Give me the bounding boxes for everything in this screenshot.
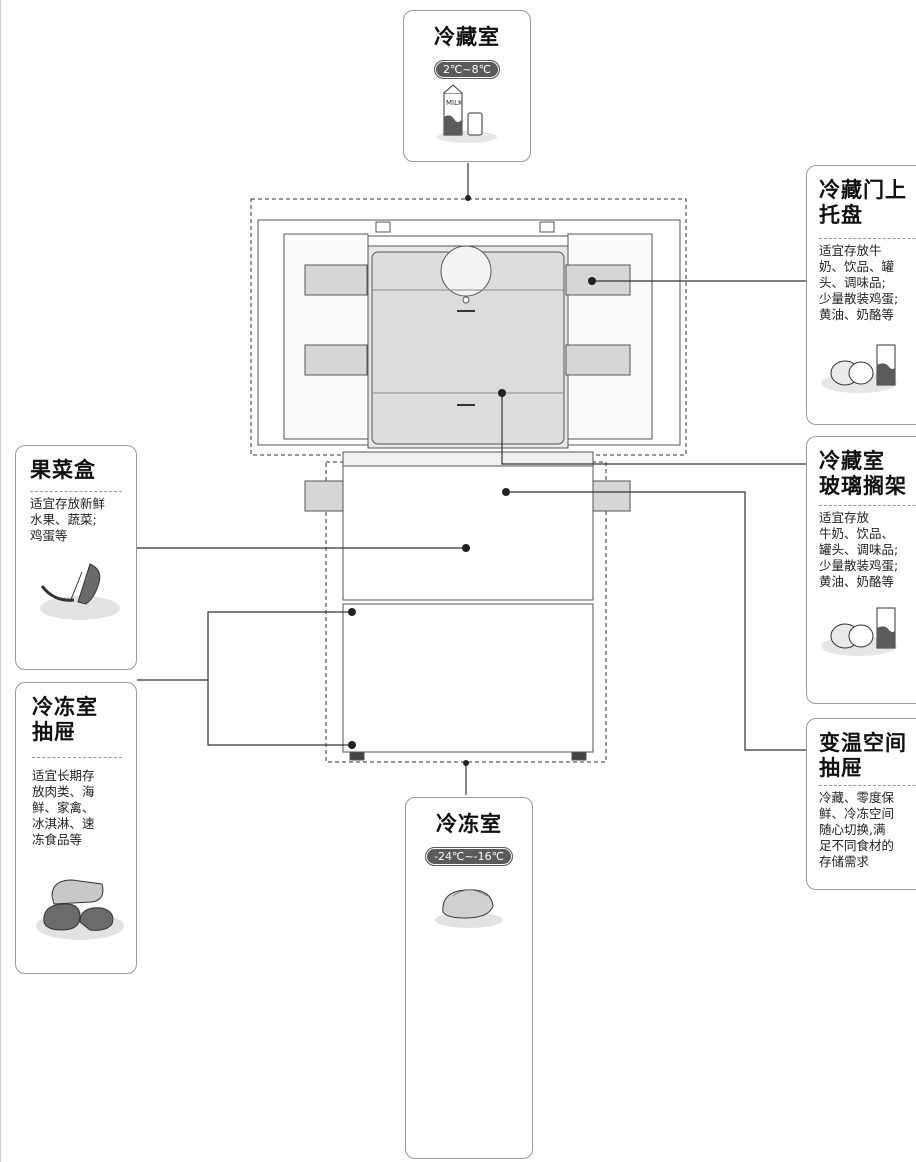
crisper-card: 果菜盒 适宜存放新鲜 水果、蔬菜; 鸡蛋等 — [15, 445, 137, 670]
callout-lines — [137, 163, 806, 795]
card-title: 冷藏门上 托盘 — [819, 178, 907, 227]
card-description: 适宜长期存 放肉类、海 鲜、家禽、 冰淇淋、速 冻食品等 — [32, 768, 95, 847]
variable-temp-card: 变温空间 抽屉 冷藏、零度保 鲜、冷冻空间 随心切换,满 足不同食材的 存储需求 — [806, 718, 916, 890]
card-title: 果菜盒 — [30, 458, 96, 482]
card-title: 冷藏室 — [434, 25, 500, 49]
fridge-upper-cabinet — [257, 219, 681, 564]
freezer-cabinet — [342, 451, 594, 761]
card-title: 变温空间 抽屉 — [819, 731, 907, 780]
meat-icon — [36, 879, 124, 940]
fan-vent — [440, 245, 492, 297]
milk-label: MILK — [446, 99, 463, 107]
card-title: 冷冻室 抽屉 — [32, 695, 98, 744]
door-shelf-card: 冷藏门上 托盘 适宜存放牛 奶、饮品、罐 头、调味品; 少量散装鸡蛋; 黄油、奶… — [806, 165, 916, 425]
card-title: 冷藏室 玻璃搁架 — [819, 449, 907, 498]
card-title: 冷冻室 — [436, 812, 502, 836]
glass-shelf-card: 冷藏室 玻璃搁架 适宜存放 牛奶、饮品、 罐头、调味品; 少量散装鸡蛋; 黄油、… — [806, 436, 916, 704]
fridge-compartment-card: 冷藏室 2℃~8℃ MILK — [403, 10, 531, 162]
milk-carton-icon: MILK — [437, 84, 497, 143]
callout-dots — [348, 195, 596, 766]
card-description: 适宜存放新鲜 水果、蔬菜; 鸡蛋等 — [30, 496, 106, 543]
card-description: 冷藏、零度保 鲜、冷冻空间 随心切换,满 足不同食材的 存储需求 — [819, 790, 895, 869]
card-description: 适宜存放 牛奶、饮品、 罐头、调味品; 少量散装鸡蛋; 黄油、奶酪等 — [819, 510, 899, 589]
page-left-border — [0, 0, 1, 1162]
vegetables-icon — [40, 563, 120, 620]
eggs-milk-icon — [821, 607, 897, 656]
frozen-meat-icon — [435, 889, 503, 928]
freezer-compartment-card: 冷冻室 -24℃~-16℃ — [405, 797, 533, 1159]
card-description: 适宜存放牛 奶、饮品、罐 头、调味品; 少量散装鸡蛋; 黄油、奶酪等 — [819, 243, 899, 322]
freezer-drawer-card: 冷冻室 抽屉 适宜长期存 放肉类、海 鲜、家禽、 冰淇淋、速 冻食品等 — [15, 682, 137, 974]
temperature-badge: 2℃~8℃ — [434, 60, 500, 79]
temperature-badge: -24℃~-16℃ — [425, 847, 513, 866]
eggs-milk-icon — [821, 344, 897, 393]
